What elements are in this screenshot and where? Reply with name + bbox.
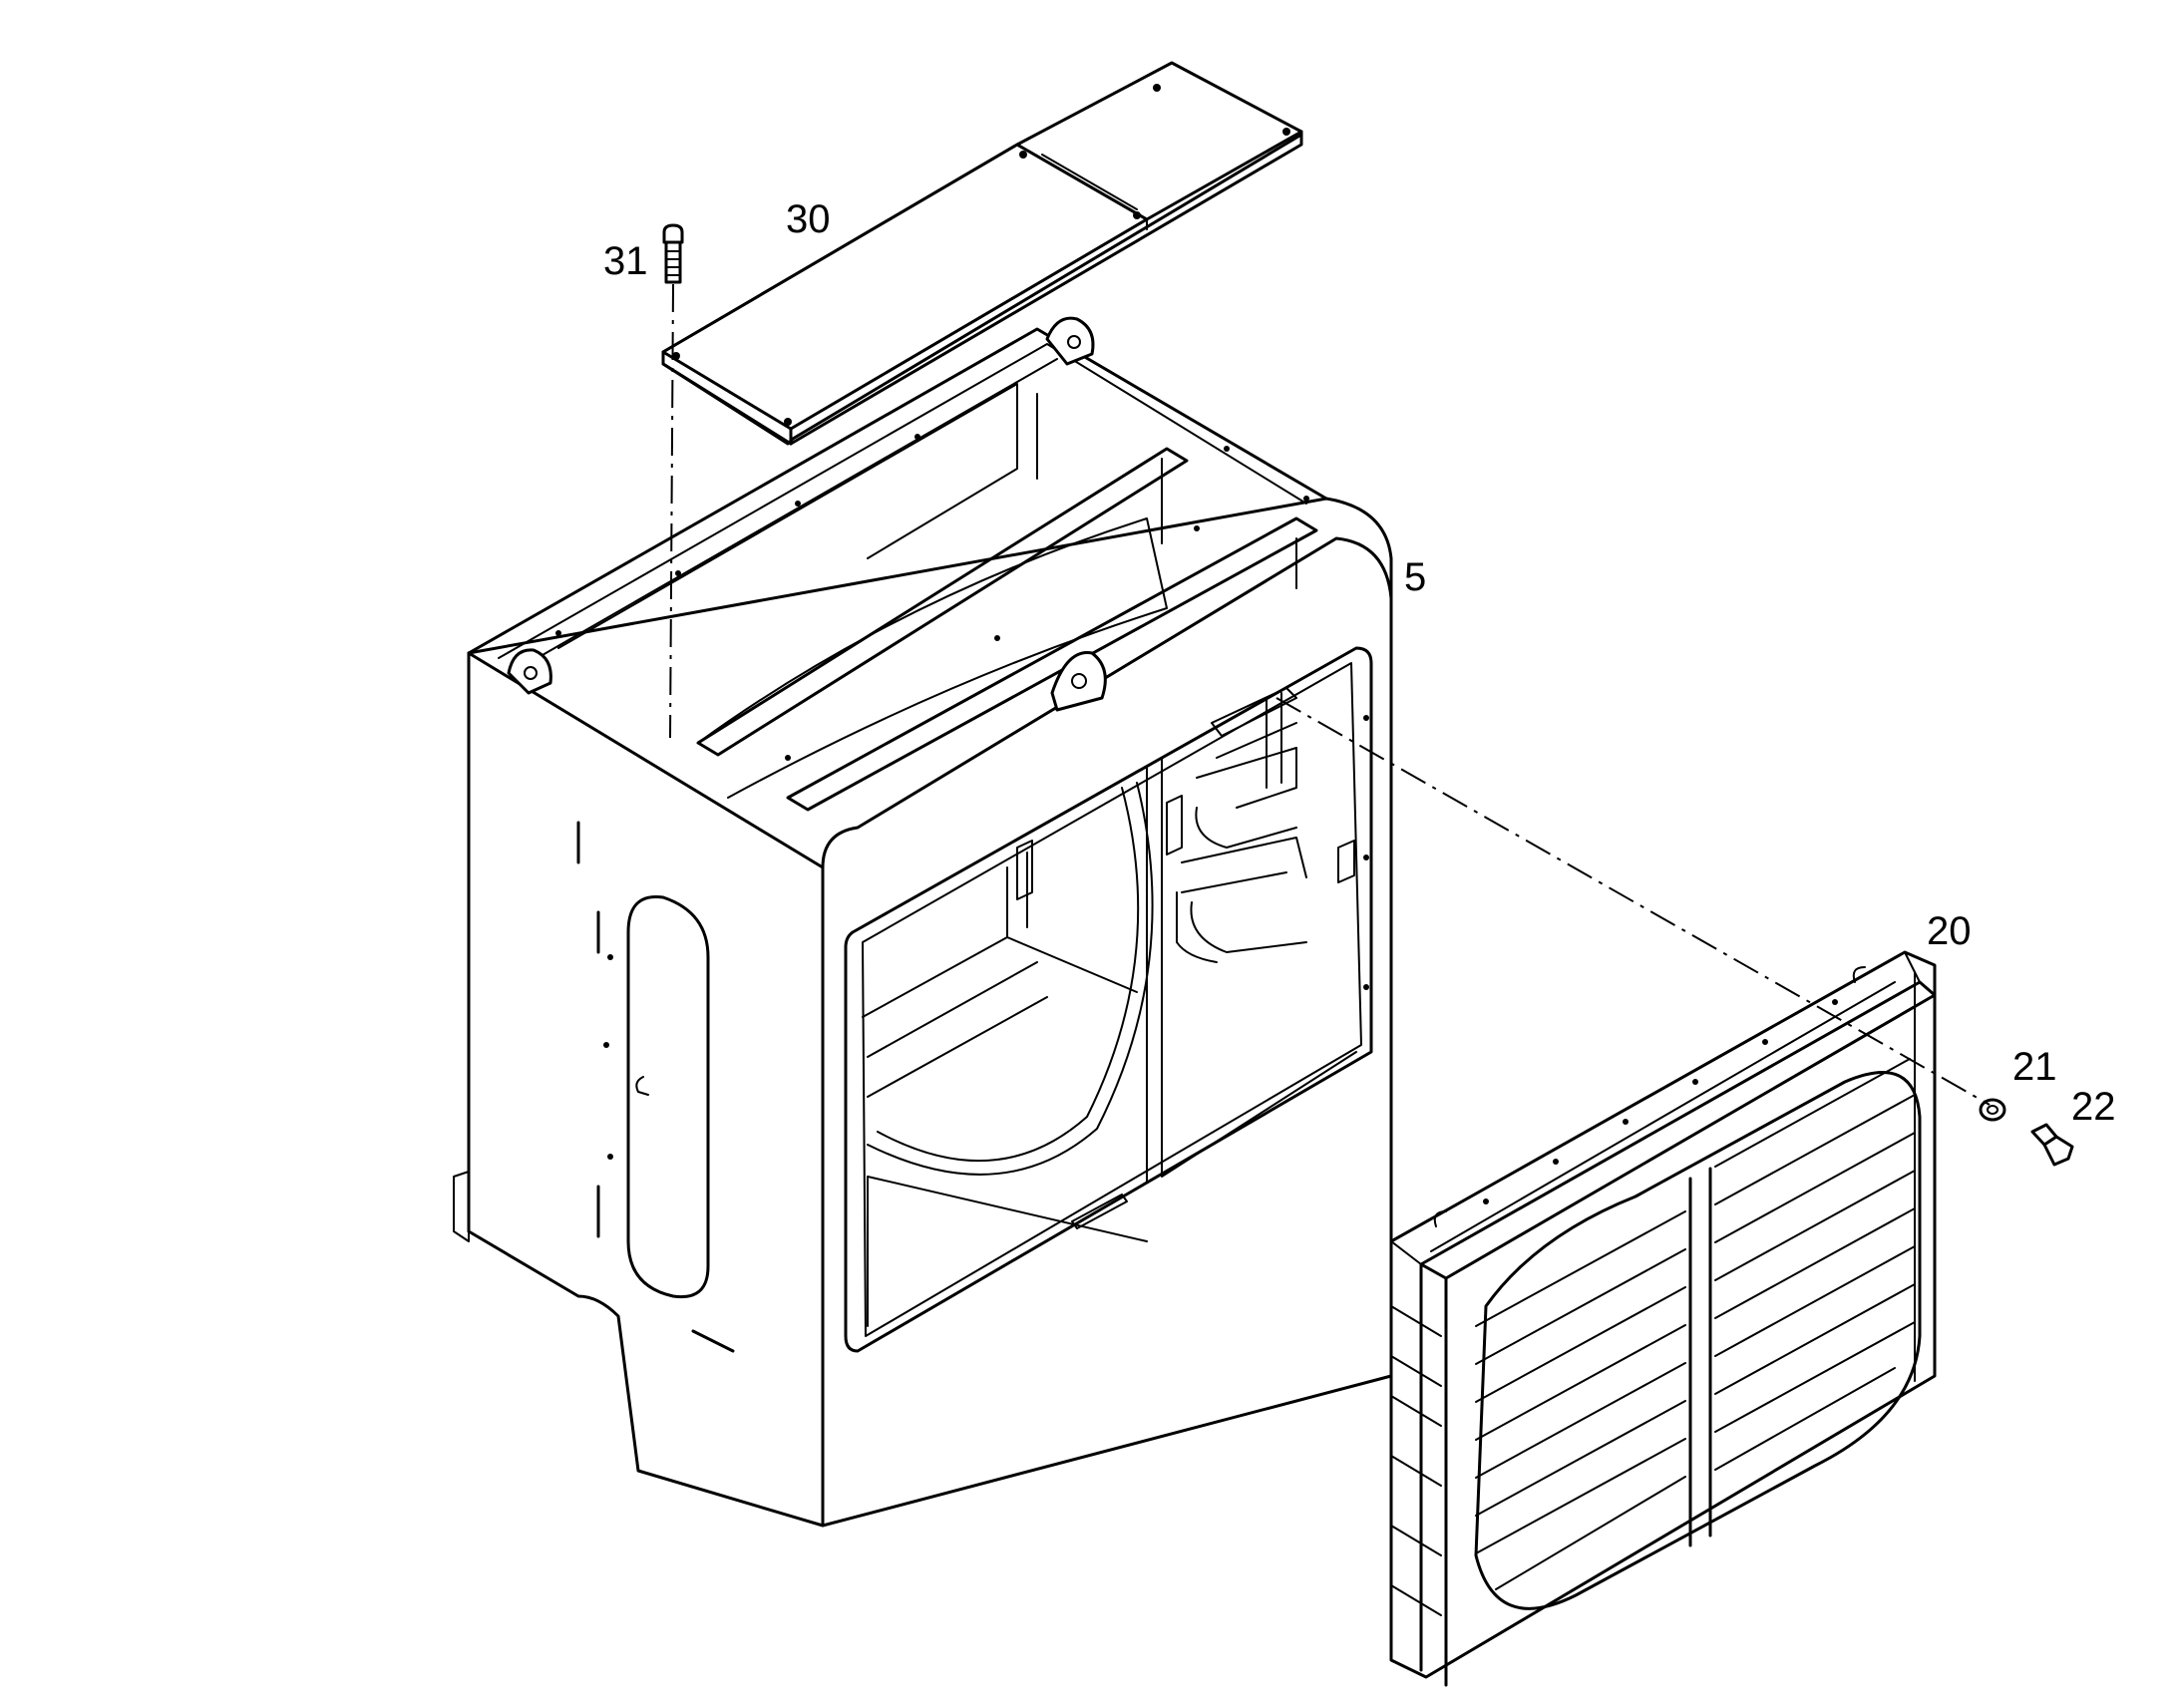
housing-part [453, 316, 1393, 1528]
grille-center-line [1275, 697, 1991, 1106]
top-cover-part [661, 61, 1303, 446]
washer-part [1979, 1098, 2006, 1122]
callout-grille: 20 [1927, 909, 1972, 953]
screw-center-line [669, 283, 674, 739]
grille-louvers [1475, 1058, 1916, 1590]
cover-screw-part [662, 223, 684, 284]
callout-washer: 21 [2012, 1045, 2057, 1089]
callout-top-cover: 30 [786, 197, 831, 241]
callout-housing: 5 [1404, 555, 1426, 599]
bolt-part [2030, 1123, 2074, 1167]
grille-part [1389, 950, 1937, 1687]
callout-bolt: 22 [2071, 1085, 2116, 1129]
callout-cover-screw: 31 [603, 239, 648, 283]
